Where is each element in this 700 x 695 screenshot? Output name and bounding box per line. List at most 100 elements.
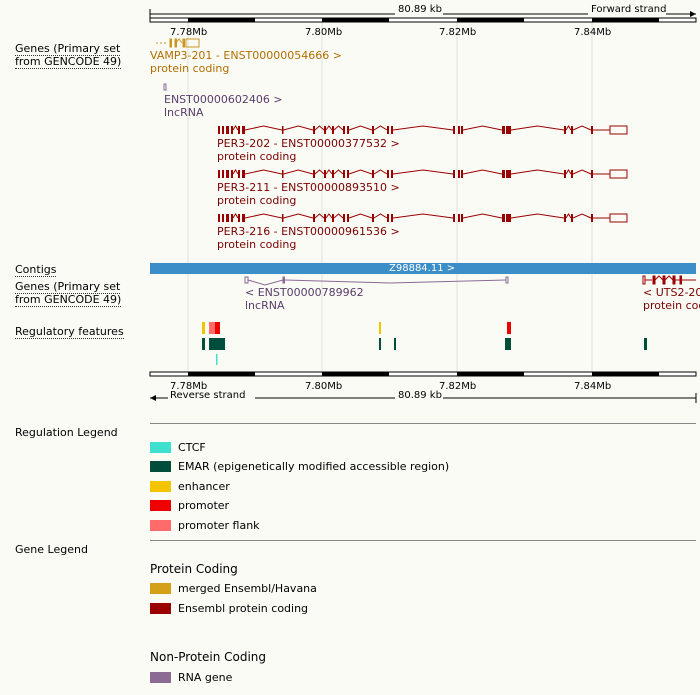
intron-line bbox=[314, 125, 325, 131]
legend-swatch-emar bbox=[150, 461, 171, 472]
legend-label-promoter: promoter bbox=[178, 499, 230, 512]
exon bbox=[282, 214, 284, 222]
top-tick-2: 7.80Mb bbox=[305, 27, 343, 38]
exon bbox=[343, 170, 345, 178]
exon bbox=[508, 214, 511, 222]
exon bbox=[242, 170, 245, 178]
gridlines bbox=[187, 20, 593, 372]
uts2-transcript bbox=[642, 275, 696, 285]
emar-feature bbox=[202, 338, 205, 350]
gene-label-per3-202[interactable]: PER3-202 - ENST00000377532 >protein codi… bbox=[217, 137, 400, 163]
exon bbox=[332, 214, 334, 222]
intron-line bbox=[348, 169, 373, 175]
non-protein-coding-heading: Non-Protein Coding bbox=[150, 650, 267, 664]
utr-exon bbox=[609, 125, 628, 135]
intron-line bbox=[232, 169, 239, 175]
track-label-regulatory[interactable]: Regulatory features bbox=[15, 325, 124, 339]
per3-transcript-row-1 bbox=[218, 125, 628, 135]
top-ruler bbox=[149, 9, 697, 23]
intron-line bbox=[232, 125, 239, 131]
exon bbox=[506, 126, 508, 134]
exon bbox=[332, 126, 334, 134]
intron-line bbox=[283, 213, 314, 219]
exon bbox=[282, 170, 284, 178]
promoter-feature bbox=[507, 322, 511, 334]
exon bbox=[391, 214, 393, 222]
bottom-ruler-length: 80.89 kb bbox=[398, 390, 442, 401]
per3-transcripts bbox=[218, 125, 628, 223]
exon bbox=[461, 214, 463, 222]
intron-line bbox=[325, 213, 333, 219]
exon bbox=[347, 170, 349, 178]
exon bbox=[226, 214, 229, 222]
intron-line bbox=[333, 125, 344, 131]
exon bbox=[313, 126, 315, 134]
intron-line bbox=[348, 125, 373, 131]
exon bbox=[231, 126, 233, 134]
exon bbox=[372, 126, 374, 134]
intron-line bbox=[373, 213, 388, 219]
intron-line bbox=[392, 213, 454, 219]
exon bbox=[347, 214, 349, 222]
exon bbox=[372, 170, 374, 178]
intron-line bbox=[510, 125, 565, 131]
exon bbox=[571, 170, 573, 178]
intron-line bbox=[348, 213, 373, 219]
gene-label-per3-211[interactable]: PER3-211 - ENST00000893510 >protein codi… bbox=[217, 181, 400, 207]
exon bbox=[372, 214, 374, 222]
emar-feature bbox=[394, 338, 396, 350]
track-label-genes-forward[interactable]: Genes (Primary set from GENCODE 49) bbox=[15, 42, 122, 69]
exon bbox=[458, 170, 460, 178]
intron-line bbox=[244, 213, 283, 219]
legend-label-promoter-flank: promoter flank bbox=[178, 519, 260, 532]
exon bbox=[391, 170, 393, 178]
legend-label-enhancer: enhancer bbox=[178, 480, 230, 493]
intron-line bbox=[510, 213, 565, 219]
intron-line bbox=[565, 169, 572, 175]
exon bbox=[502, 170, 505, 178]
exon bbox=[453, 170, 455, 178]
gene-label-vamp3[interactable]: VAMP3-201 - ENST00000054666 >protein cod… bbox=[150, 49, 342, 75]
genome-browser-canvas bbox=[149, 9, 697, 403]
legend-swatch-ctcf bbox=[150, 442, 171, 453]
gene-label-lncrna-602406[interactable]: ENST00000602406 >lncRNA bbox=[164, 93, 283, 119]
legend-label-ensembl-protein: Ensembl protein coding bbox=[178, 602, 309, 615]
legend-swatch-enhancer bbox=[150, 481, 171, 492]
exon bbox=[458, 214, 460, 222]
legend-swatch-promoter-flank bbox=[150, 520, 171, 531]
bottom-tick-4: 7.84Mb bbox=[574, 381, 612, 392]
top-ruler-length: 80.89 kb bbox=[398, 4, 442, 15]
track-label-genes-reverse[interactable]: Genes (Primary set from GENCODE 49) bbox=[15, 280, 122, 307]
intron-line bbox=[462, 213, 503, 219]
exon bbox=[502, 214, 505, 222]
exon bbox=[461, 126, 463, 134]
utr-exon bbox=[609, 213, 628, 223]
intron-line bbox=[314, 213, 325, 219]
ctcf-feature bbox=[216, 354, 218, 365]
exon bbox=[222, 170, 224, 178]
exon bbox=[506, 170, 508, 178]
intron-line bbox=[565, 125, 572, 131]
track-label-contigs[interactable]: Contigs bbox=[15, 263, 57, 277]
exon bbox=[502, 126, 505, 134]
bottom-ruler bbox=[149, 371, 697, 403]
emar-feature bbox=[505, 338, 511, 350]
gene-label-per3-216[interactable]: PER3-216 - ENST00000961536 >protein codi… bbox=[217, 225, 400, 251]
exon bbox=[564, 126, 566, 134]
exon bbox=[324, 214, 326, 222]
exon bbox=[324, 170, 326, 178]
intron-line bbox=[283, 125, 314, 131]
enhancer-feature bbox=[202, 322, 205, 334]
contig-label[interactable]: Z98884.11 > bbox=[389, 263, 456, 274]
exon bbox=[453, 126, 455, 134]
intron-line bbox=[325, 169, 333, 175]
exon bbox=[282, 126, 284, 134]
legend-label-rna-gene: RNA gene bbox=[178, 671, 233, 684]
exon bbox=[231, 170, 233, 178]
legend-label-merged: merged Ensembl/Havana bbox=[178, 582, 317, 595]
exon bbox=[343, 214, 345, 222]
utr-exon bbox=[609, 169, 628, 179]
intron-line bbox=[314, 169, 325, 175]
